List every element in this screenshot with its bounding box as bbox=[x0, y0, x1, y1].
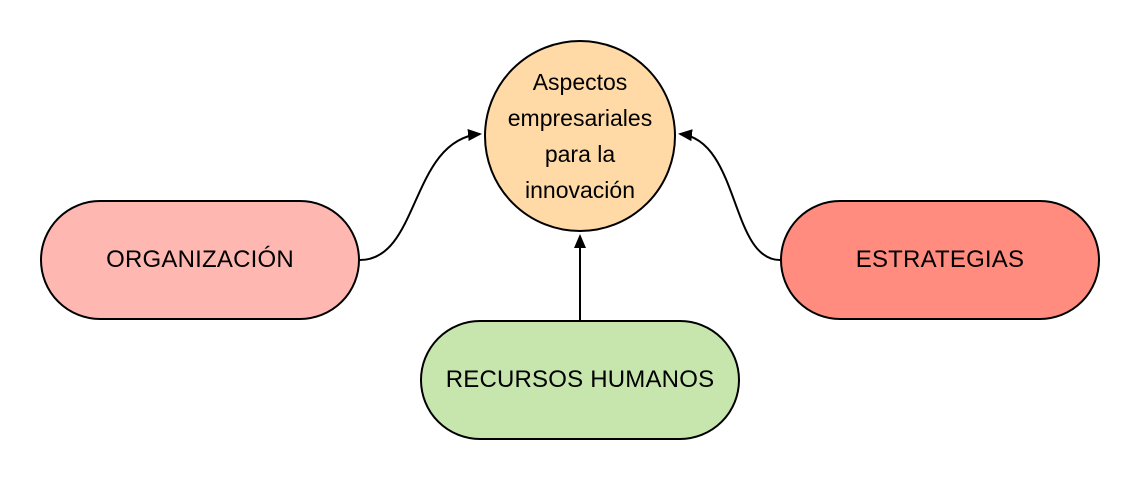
estrategias-node-label: ESTRATEGIAS bbox=[855, 246, 1025, 273]
organizacion-node-label: ORGANIZACIÓN bbox=[106, 246, 294, 273]
edge-estrategias-to-center bbox=[678, 129, 781, 261]
center-node: Aspectos empresariales para la innovació… bbox=[484, 40, 676, 232]
recursos-humanos-node: RECURSOS HUMANOS bbox=[420, 320, 740, 440]
organizacion-node: ORGANIZACIÓN bbox=[40, 200, 360, 320]
center-node-label: Aspectos empresariales para la innovació… bbox=[507, 69, 653, 203]
estrategias-node: ESTRATEGIAS bbox=[780, 200, 1100, 320]
edge-organizacion-to-center bbox=[359, 129, 482, 261]
recursos-humanos-node-label: RECURSOS HUMANOS bbox=[445, 366, 715, 393]
